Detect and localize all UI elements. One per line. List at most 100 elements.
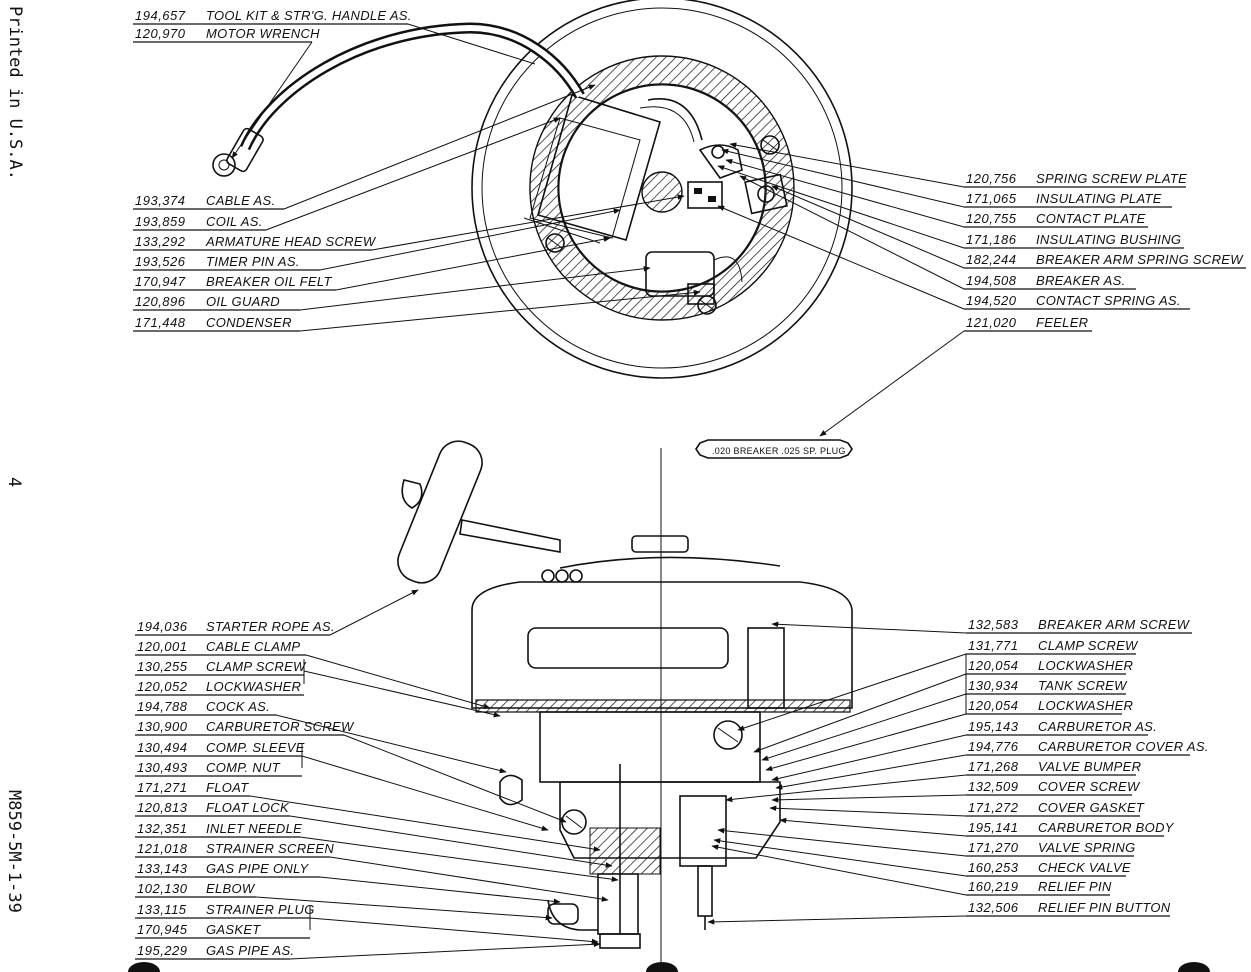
- part-number: 170,947: [135, 274, 186, 289]
- screw-icon: [545, 135, 780, 315]
- breaker-icon: [639, 98, 788, 215]
- part-number: 120,054: [968, 698, 1019, 713]
- callout: 130,493 COMP. NUT: [135, 760, 302, 777]
- part-name: FEELER: [1036, 315, 1088, 330]
- part-name: COMP. NUT: [206, 760, 281, 775]
- callout: 132,506 RELIEF PIN BUTTON: [966, 900, 1170, 917]
- part-name: ARMATURE HEAD SCREW: [205, 234, 377, 249]
- part-name: BREAKER AS.: [1036, 273, 1126, 288]
- callout: 120,755 CONTACT PLATE: [964, 211, 1148, 228]
- callout: 120,756 SPRING SCREW PLATE: [964, 171, 1187, 188]
- callout: 130,934 TANK SCREW: [966, 678, 1128, 695]
- part-name: CABLE AS.: [206, 193, 275, 208]
- callout: 133,143 GAS PIPE ONLY: [135, 861, 320, 878]
- callout: 171,065 INSULATING PLATE: [964, 191, 1172, 208]
- part-number: 120,813: [137, 800, 188, 815]
- part-name: CABLE CLAMP: [206, 639, 300, 654]
- callout: 130,900 CARBURETOR SCREW: [135, 719, 355, 736]
- part-number: 194,776: [968, 739, 1019, 754]
- callout: 193,526 TIMER PIN AS.: [133, 254, 320, 271]
- part-number: 171,268: [968, 759, 1019, 774]
- part-name: GAS PIPE AS.: [206, 943, 294, 958]
- part-name: CHECK VALVE: [1038, 860, 1131, 875]
- part-name: BREAKER OIL FELT: [206, 274, 332, 289]
- callout: 130,494 COMP. SLEEVE: [135, 740, 305, 757]
- part-name: COVER GASKET: [1038, 800, 1145, 815]
- part-number: 170,945: [137, 922, 188, 937]
- part-number: 130,255: [137, 659, 188, 674]
- margin-text: Printed in U.S.A. 4 M859-5M-1-39: [4, 6, 25, 913]
- part-number: 132,509: [968, 779, 1019, 794]
- callout: 171,272 COVER GASKET: [966, 800, 1145, 817]
- part-number: 171,065: [966, 191, 1017, 206]
- part-name: TIMER PIN AS.: [206, 254, 300, 269]
- part-name: GASKET: [206, 922, 261, 937]
- part-number: 193,526: [135, 254, 186, 269]
- part-number: 121,020: [966, 315, 1017, 330]
- part-name: VALVE BUMPER: [1038, 759, 1141, 774]
- callout: 171,448 CONDENSER: [133, 315, 300, 332]
- part-number: 120,896: [135, 294, 186, 309]
- part-number: 132,506: [968, 900, 1019, 915]
- part-number: 194,508: [966, 273, 1017, 288]
- callout: 132,583 BREAKER ARM SCREW: [966, 617, 1192, 634]
- part-name: CLAMP SCREW: [206, 659, 307, 674]
- magneto-right-callouts: 120,756 SPRING SCREW PLATE 171,065 INSUL…: [964, 171, 1246, 332]
- part-name: LOCKWASHER: [1038, 698, 1133, 713]
- part-name: BREAKER ARM SCREW: [1038, 617, 1191, 632]
- callout: 194,788 COCK AS.: [135, 699, 276, 716]
- part-number: 133,143: [137, 861, 188, 876]
- part-name: CARBURETOR SCREW: [206, 719, 355, 734]
- part-number: 133,115: [137, 902, 187, 917]
- callout: 120,054 LOCKWASHER: [966, 698, 1133, 715]
- magneto-right-leaders: [717, 142, 965, 437]
- page-number: 4: [4, 477, 24, 487]
- part-number: 131,771: [968, 638, 1019, 653]
- part-name: FLOAT: [206, 780, 249, 795]
- part-name: COCK AS.: [206, 699, 270, 714]
- part-name: LOCKWASHER: [206, 679, 301, 694]
- callout: 133,292 ARMATURE HEAD SCREW: [133, 234, 377, 251]
- part-name: CONDENSER: [206, 315, 292, 330]
- part-name: STARTER ROPE AS.: [206, 619, 335, 634]
- part-number: 193,374: [135, 193, 186, 208]
- part-number: 195,143: [968, 719, 1019, 734]
- coil-icon: [523, 93, 661, 244]
- part-name: COMP. SLEEVE: [206, 740, 305, 755]
- callout: 171,271 FLOAT: [135, 780, 250, 797]
- part-name: TANK SCREW: [1038, 678, 1128, 693]
- part-number: 133,292: [135, 234, 186, 249]
- callout: 133,115 STRAINER PLUG: [135, 902, 314, 919]
- engine-left-leaders: [249, 589, 619, 960]
- part-number: 194,788: [137, 699, 188, 714]
- part-name: COVER SCREW: [1038, 779, 1141, 794]
- part-name: INLET NEEDLE: [206, 821, 302, 836]
- magneto-left-leaders: [231, 23, 701, 332]
- callout: 120,896 OIL GUARD: [133, 294, 300, 311]
- part-number: 160,253: [968, 860, 1019, 875]
- callout: 195,229 GAS PIPE AS.: [135, 943, 294, 960]
- feeler-gauge: .020 BREAKER .025 SP. PLUG: [695, 439, 853, 459]
- part-name: COIL AS.: [206, 214, 263, 229]
- part-number: 130,934: [968, 678, 1019, 693]
- part-number: 171,272: [968, 800, 1019, 815]
- part-number: 195,229: [137, 943, 188, 958]
- callout: 120,970 MOTOR WRENCH: [133, 26, 320, 43]
- part-name: CARBURETOR BODY: [1038, 820, 1175, 835]
- print-code: M859-5M-1-39: [4, 790, 24, 913]
- part-name: INSULATING PLATE: [1036, 191, 1162, 206]
- engine-right-leaders: [707, 621, 967, 925]
- callout: 130,255 CLAMP SCREW: [135, 659, 307, 676]
- callout: 194,657 TOOL KIT & STR'G. HANDLE AS.: [133, 8, 411, 25]
- part-name: OIL GUARD: [206, 294, 280, 309]
- callout: 194,036 STARTER ROPE AS.: [135, 619, 335, 636]
- part-name: BREAKER ARM SPRING SCREW: [1036, 252, 1244, 267]
- carburetor-icon: [499, 764, 781, 949]
- engine-right-callouts: 132,583 BREAKER ARM SCREW 131,771 CLAMP …: [966, 617, 1208, 917]
- part-name: CARBURETOR AS.: [1038, 719, 1157, 734]
- part-name: GAS PIPE ONLY: [206, 861, 309, 876]
- callout: 194,776 CARBURETOR COVER AS.: [966, 739, 1208, 756]
- callout: 102,130 ELBOW: [135, 881, 256, 898]
- part-number: 120,756: [966, 171, 1017, 186]
- part-number: 120,970: [135, 26, 186, 41]
